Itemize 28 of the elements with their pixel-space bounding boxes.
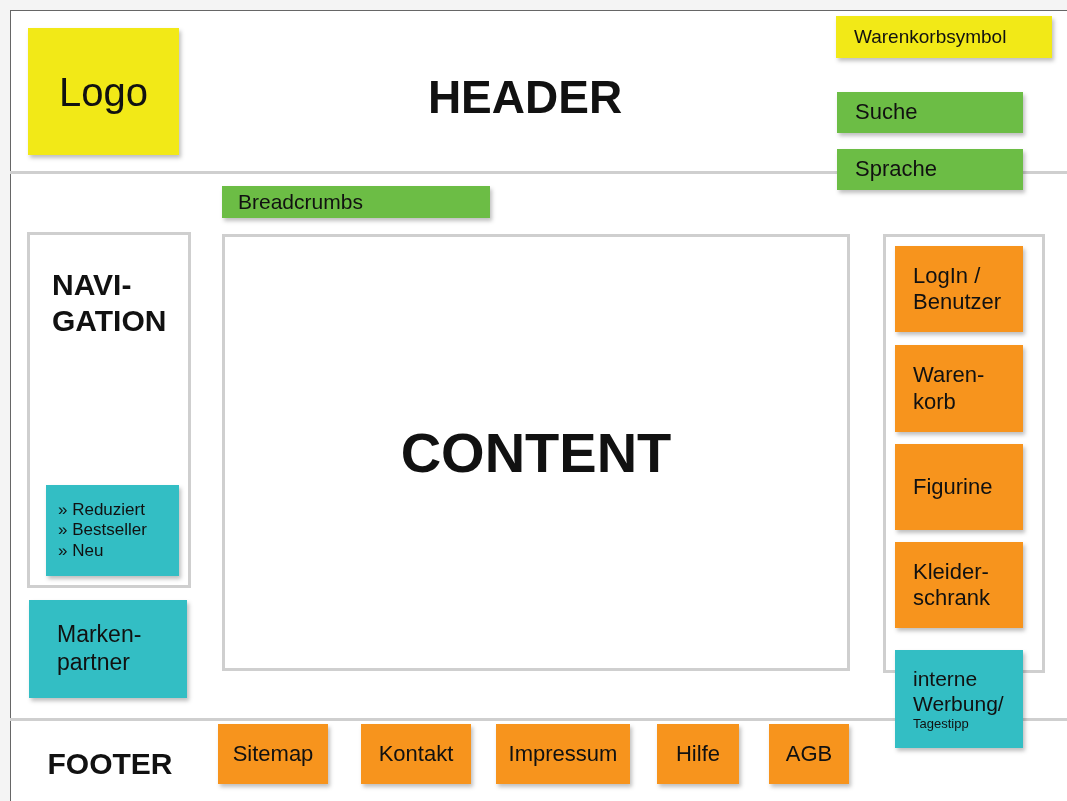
search-box: Suche (837, 92, 1023, 133)
login-box: LogIn / Benutzer (895, 246, 1023, 332)
contact-box: Kontakt (361, 724, 471, 784)
internal-ads-box (895, 650, 1023, 748)
header-label: HEADER (427, 69, 623, 125)
figurine-box: Figurine (895, 444, 1023, 530)
content-box: CONTENT (222, 234, 850, 671)
terms-box: AGB (769, 724, 849, 784)
item-text: » Neu (58, 540, 104, 562)
help-box: Hilfe (657, 724, 739, 784)
cart-box: Waren- korb (895, 345, 1023, 432)
item-text: » Bestseller (58, 520, 147, 541)
sitemap-box: Sitemap (218, 724, 328, 784)
breadcrumbs-box: Breadcrumbs (222, 186, 490, 218)
language-box: Sprache (837, 149, 1023, 190)
cart-icon-box: Warenkorbsymbol (836, 16, 1052, 58)
item-text: interne Werbung/ (913, 666, 1005, 717)
navigation-box (27, 232, 191, 588)
sidebar-box (883, 234, 1045, 673)
item-text: Tagestipp (913, 716, 969, 732)
header-slot-box: Logo (28, 28, 179, 155)
imprint-box: Impressum (496, 724, 630, 784)
item-text: » Reduziert (58, 499, 145, 521)
wardrobe-box: Kleider- schrank (895, 542, 1023, 628)
item-text: NAVI- GATION (52, 267, 167, 339)
brand-partner-box: Marken- partner (29, 600, 187, 698)
footer-label: FOOTER (47, 746, 173, 782)
filter-list-box (46, 485, 179, 576)
